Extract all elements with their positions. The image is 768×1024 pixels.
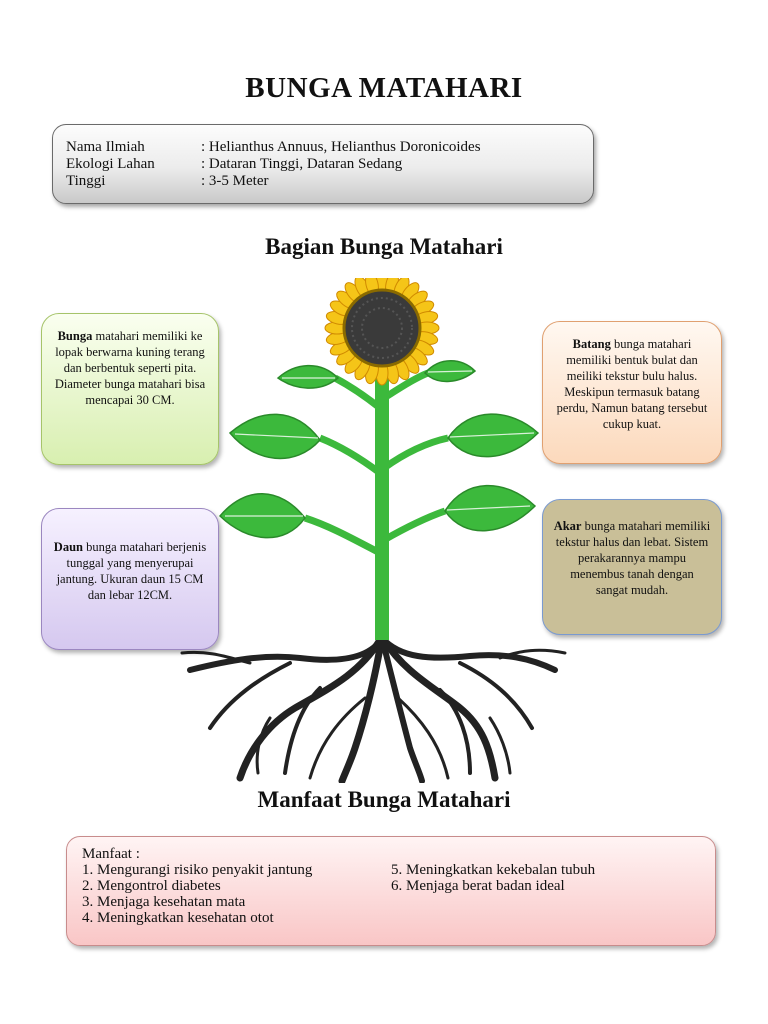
root-strand xyxy=(283,686,322,775)
leaf-vein xyxy=(446,505,531,511)
root-strand xyxy=(180,650,252,665)
root-strand xyxy=(488,716,512,775)
callout-term: Daun xyxy=(53,540,83,554)
info-value: : 3-5 Meter xyxy=(201,173,269,189)
root-strand xyxy=(379,635,558,673)
benefit-item: 5. Meningkatkan kekebalan tubuh xyxy=(391,862,596,878)
callout-root: Akar bunga matahari memiliki tekstur hal… xyxy=(542,499,722,635)
callout-text: bunga matahari memiliki bentuk bulat dan… xyxy=(556,337,708,431)
root-strand xyxy=(236,636,384,782)
info-label: Tinggi xyxy=(66,173,106,189)
benefits-box: Manfaat : 1. Mengurangi risiko penyakit … xyxy=(66,836,716,946)
leaf-vein xyxy=(449,432,535,438)
benefit-item: 1. Mengurangi risiko penyakit jantung xyxy=(82,862,313,878)
roots xyxy=(180,635,567,783)
info-label: Nama Ilmiah xyxy=(66,139,145,155)
sunflower-plant-illustration xyxy=(180,278,567,783)
root-strand xyxy=(498,648,567,660)
section-title-parts: Bagian Bunga Matahari xyxy=(265,234,503,259)
root-strand xyxy=(308,696,367,780)
info-row-height: Tinggi : 3-5 Meter xyxy=(66,173,593,190)
root-strand xyxy=(458,661,534,730)
benefits-column-right: 5. Meningkatkan kekebalan tubuh 6. Menja… xyxy=(391,862,595,926)
benefit-item: 6. Menjaga berat badan ideal xyxy=(391,878,565,894)
leaf-vein xyxy=(427,370,473,373)
callout-term: Bunga xyxy=(57,329,93,343)
benefits-columns: 1. Mengurangi risiko penyakit jantung 2.… xyxy=(82,862,715,926)
benefit-item: 4. Meningkatkan kesehatan otot xyxy=(82,910,274,926)
benefits-column-left: 1. Mengurangi risiko penyakit jantung 2.… xyxy=(82,862,391,926)
info-label: Ekologi Lahan xyxy=(66,156,155,172)
root-strand xyxy=(338,638,385,783)
leaf-veins xyxy=(225,370,535,517)
info-value: : Dataran Tinggi, Dataran Sedang xyxy=(201,156,403,172)
callout-term: Akar xyxy=(553,519,582,533)
root-strand xyxy=(208,661,292,730)
leaf-vein xyxy=(234,433,319,439)
branch xyxy=(333,374,383,411)
info-row-scientific-name: Nama Ilmiah : Helianthus Annuus, Heliant… xyxy=(66,139,593,156)
benefit-item: 3. Menjaga kesehatan mata xyxy=(82,894,246,910)
root-strand xyxy=(380,636,499,782)
benefits-heading: Manfaat : xyxy=(82,846,140,862)
info-row-ecology: Ekologi Lahan : Dataran Tinggi, Dataran … xyxy=(66,156,593,173)
callout-stem: Batang bunga matahari memiliki bentuk bu… xyxy=(542,321,722,464)
benefit-item: 2. Mengontrol diabetes xyxy=(82,878,221,894)
root-strand xyxy=(187,635,385,673)
root-strand xyxy=(380,639,425,783)
branch xyxy=(381,434,449,471)
branch xyxy=(382,369,430,401)
flower-center-texture xyxy=(351,297,413,359)
callout-term: Batang xyxy=(572,337,611,351)
info-box: Nama Ilmiah : Helianthus Annuus, Heliant… xyxy=(52,124,594,204)
branch xyxy=(318,434,383,476)
page-title: BUNGA MATAHARI xyxy=(245,72,523,104)
root-strand xyxy=(438,688,472,775)
leaf xyxy=(276,364,340,389)
callout-text: bunga matahari berjenis tunggal yang men… xyxy=(56,540,207,602)
callout-text: bunga matahari memiliki tekstur halus da… xyxy=(555,519,711,597)
callout-flower: Bunga matahari memiliki ke lopak berwarn… xyxy=(41,313,219,465)
flower-center xyxy=(342,288,422,368)
flower-head xyxy=(324,278,440,386)
callout-text: matahari memiliki ke lopak berwarna kuni… xyxy=(54,329,206,407)
root-strand xyxy=(255,716,272,775)
flower-center-texture xyxy=(361,307,403,349)
branch xyxy=(303,514,382,557)
section-title-benefits: Manfaat Bunga Matahari xyxy=(257,787,511,812)
root-strand xyxy=(396,696,450,780)
branch xyxy=(382,507,447,544)
branches xyxy=(303,369,449,557)
info-value: : Helianthus Annuus, Helianthus Doronico… xyxy=(201,139,481,155)
callout-leaf: Daun bunga matahari berjenis tunggal yan… xyxy=(41,508,219,650)
